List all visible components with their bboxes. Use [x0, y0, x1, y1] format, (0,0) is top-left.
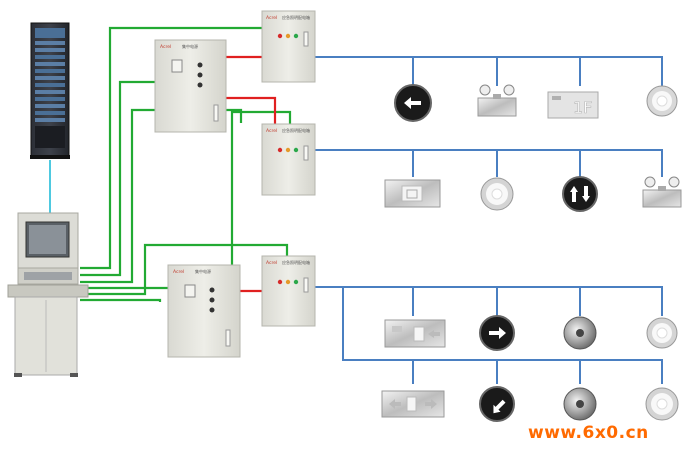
fixture-row-2 [384, 176, 682, 212]
box-brand: Acrel [266, 128, 277, 134]
desktop-console-icon [7, 212, 89, 377]
twin-spot-emergency-light-icon [477, 84, 517, 117]
cabinet-label: 集中电源 [195, 268, 211, 274]
box-brand: Acrel [266, 260, 277, 266]
recessed-floor-light-icon [563, 387, 597, 421]
recessed-floor-light-icon [563, 316, 597, 350]
watermark-text: www.6x0.cn [528, 423, 649, 443]
connection-lines [49, 26, 663, 384]
floor-number-sign-icon: 1F [547, 91, 599, 119]
power-cabinet-2: Acrel 集中电源 [167, 264, 241, 358]
cabinet-brand: Acrel [173, 269, 184, 275]
box-label: 应急照明配电箱 [282, 127, 310, 133]
twin-spot-emergency-light-icon [642, 176, 682, 208]
cabinet-brand: Acrel [160, 44, 171, 50]
exit-sign-arrow-right-icon [384, 319, 446, 348]
exit-sign-left-right-icon [381, 390, 445, 418]
exit-sign-icon [384, 179, 441, 208]
distribution-box-2: Acrel 应急照明配电箱 [261, 123, 316, 196]
downlight-icon [646, 317, 678, 349]
downlight-icon [646, 85, 678, 117]
fixture-row-4 [381, 386, 679, 422]
floor-number-text: 1F [573, 98, 592, 117]
power-lines [226, 55, 277, 293]
downlight-icon [480, 177, 514, 211]
fixture-row-1: 1F [394, 84, 678, 122]
round-double-arrow-sign-icon [562, 176, 598, 212]
box-brand: Acrel [266, 15, 277, 21]
box-label: 应急照明配电箱 [282, 259, 310, 265]
cabinet-label: 集中电源 [182, 43, 198, 49]
round-double-arrow-sign-icon [479, 386, 515, 422]
box-label: 应急照明配电箱 [282, 14, 310, 20]
downlight-icon [645, 387, 679, 421]
fixture-row-3 [384, 315, 678, 351]
power-cabinet-1: Acrel 集中电源 [154, 39, 227, 133]
distribution-box-1: Acrel 应急照明配电箱 [261, 10, 316, 83]
server-rack-icon [30, 22, 70, 159]
bus-lines [315, 56, 663, 384]
round-arrow-left-sign-icon [394, 84, 432, 122]
distribution-box-3: Acrel 应急照明配电箱 [261, 255, 316, 327]
round-arrow-right-sign-icon [479, 315, 515, 351]
